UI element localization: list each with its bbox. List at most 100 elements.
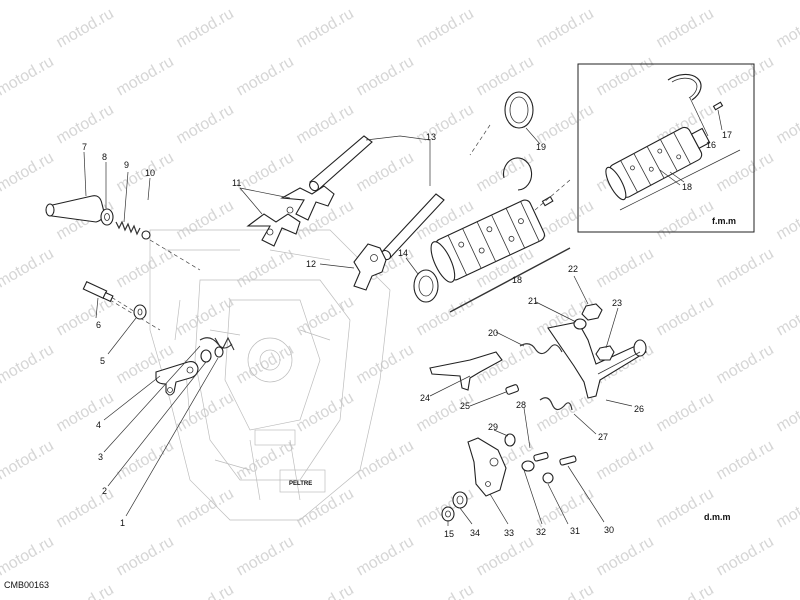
watermark-text: motod.ru	[534, 5, 597, 51]
watermark-text: motod.ru	[474, 149, 537, 195]
watermark-text: motod.ru	[714, 0, 777, 3]
watermark-text: motod.ru	[54, 5, 117, 51]
callout-7: 7	[82, 142, 87, 152]
callout-34: 34	[470, 528, 480, 538]
watermark-text: motod.ru	[414, 5, 477, 51]
watermark-text: motod.ru	[0, 437, 57, 483]
callout-16: 16	[706, 140, 716, 150]
callout-24: 24	[420, 393, 430, 403]
watermark-text: motod.ru	[594, 437, 657, 483]
watermark-text: motod.ru	[414, 581, 477, 600]
part-10-cap	[141, 230, 151, 240]
watermark-text: motod.ru	[114, 245, 177, 291]
watermark-text: motod.ru	[174, 485, 237, 531]
variant-inset-label: f.m.m	[712, 216, 736, 226]
part-14-washer	[413, 269, 439, 303]
watermark-text: motod.ru	[0, 245, 57, 291]
watermark-text: motod.ru	[54, 581, 117, 600]
callout-14: 14	[398, 248, 408, 258]
part-11-forks	[246, 185, 335, 247]
watermark-text: motod.ru	[774, 101, 800, 147]
watermark-text: motod.ru	[594, 245, 657, 291]
watermark-text: motod.ru	[0, 0, 57, 3]
callout-20: 20	[488, 328, 498, 338]
pin	[541, 196, 554, 207]
part-4-bracket	[155, 361, 199, 396]
part-25-bolt	[505, 384, 519, 395]
watermark-text: motod.ru	[714, 437, 777, 483]
variant-main-label: d.m.m	[704, 512, 731, 522]
callout-31: 31	[570, 526, 580, 536]
watermark-text: motod.ru	[234, 341, 297, 387]
part-26-shift-shaft	[547, 321, 647, 399]
callout-27: 27	[598, 432, 608, 442]
part-8-washer	[100, 208, 114, 226]
watermark-text: motod.ru	[294, 389, 357, 435]
callout-23: 23	[612, 298, 622, 308]
watermark-text: motod.ru	[654, 5, 717, 51]
watermark-text: motod.ru	[354, 149, 417, 195]
part-20-spring	[519, 343, 563, 355]
part-33-plate	[467, 437, 507, 497]
callout-12: 12	[306, 259, 316, 269]
part-22-nut	[581, 303, 603, 321]
part-29-washer	[504, 433, 516, 447]
part-3-spring	[199, 336, 235, 352]
part-23-nut	[595, 345, 615, 361]
watermark-text: motod.ru	[714, 245, 777, 291]
watermark-text: motod.ru	[54, 485, 117, 531]
watermark-text: motod.ru	[354, 0, 417, 3]
watermark-text: motod.ru	[714, 53, 777, 99]
watermark-text: motod.ru	[234, 0, 297, 3]
part-24-lever	[429, 351, 503, 391]
callout-3: 3	[98, 452, 103, 462]
callout-6: 6	[96, 320, 101, 330]
watermark-text: motod.ru	[594, 53, 657, 99]
part-19-ring	[504, 91, 534, 129]
watermark-text: motod.ru	[774, 197, 800, 243]
part-21-washer	[573, 318, 587, 330]
callout-13: 13	[426, 132, 436, 142]
watermark-text: motod.ru	[414, 101, 477, 147]
callout-2: 2	[102, 486, 107, 496]
watermark-text: motod.ru	[474, 53, 537, 99]
callout-18-main: 18	[512, 275, 522, 285]
part-31-washer	[542, 472, 554, 484]
watermark-text: motod.ru	[0, 149, 57, 195]
callout-labels: 7 8 9 10 11 12 13 14 15 16 17 18 18 19 2…	[82, 130, 732, 539]
callout-4: 4	[96, 420, 101, 430]
watermark-text: motod.ru	[0, 53, 57, 99]
callout-30: 30	[604, 525, 614, 535]
watermark-text: motod.ru	[714, 149, 777, 195]
diagram-code: CMB00163	[4, 580, 49, 590]
callout-11: 11	[232, 178, 241, 188]
watermark-text: motod.ru	[234, 53, 297, 99]
part-27-spring	[539, 397, 573, 411]
watermark-text: motod.ru	[654, 389, 717, 435]
watermark-text: motod.ru	[534, 485, 597, 531]
callout-33: 33	[504, 528, 514, 538]
watermark-text: motod.ru	[54, 101, 117, 147]
watermark-text: motod.ru	[594, 533, 657, 579]
part-2-washer	[200, 349, 212, 363]
watermark-text: motod.ru	[714, 533, 777, 579]
watermark-text: motod.ru	[354, 341, 417, 387]
watermark-text: motod.ru	[354, 53, 417, 99]
callout-21: 21	[528, 296, 538, 306]
part-28-bolt	[533, 451, 549, 462]
watermark-text: motod.ru	[0, 533, 57, 579]
watermark-text: motod.ru	[174, 581, 237, 600]
watermark-text: motod.ru	[774, 5, 800, 51]
watermark-text: motod.ru	[114, 437, 177, 483]
part-13-shafts	[309, 135, 445, 261]
watermark-text: motod.ru	[474, 533, 537, 579]
watermark-text: motod.ru	[114, 0, 177, 3]
watermark-text: motod.ru	[654, 293, 717, 339]
callout-5: 5	[100, 356, 105, 366]
part-15-washer	[441, 506, 455, 522]
watermark-text: motod.ru	[774, 581, 800, 600]
watermark-text: motod.ru	[774, 485, 800, 531]
watermark-text: motod.ru	[54, 389, 117, 435]
